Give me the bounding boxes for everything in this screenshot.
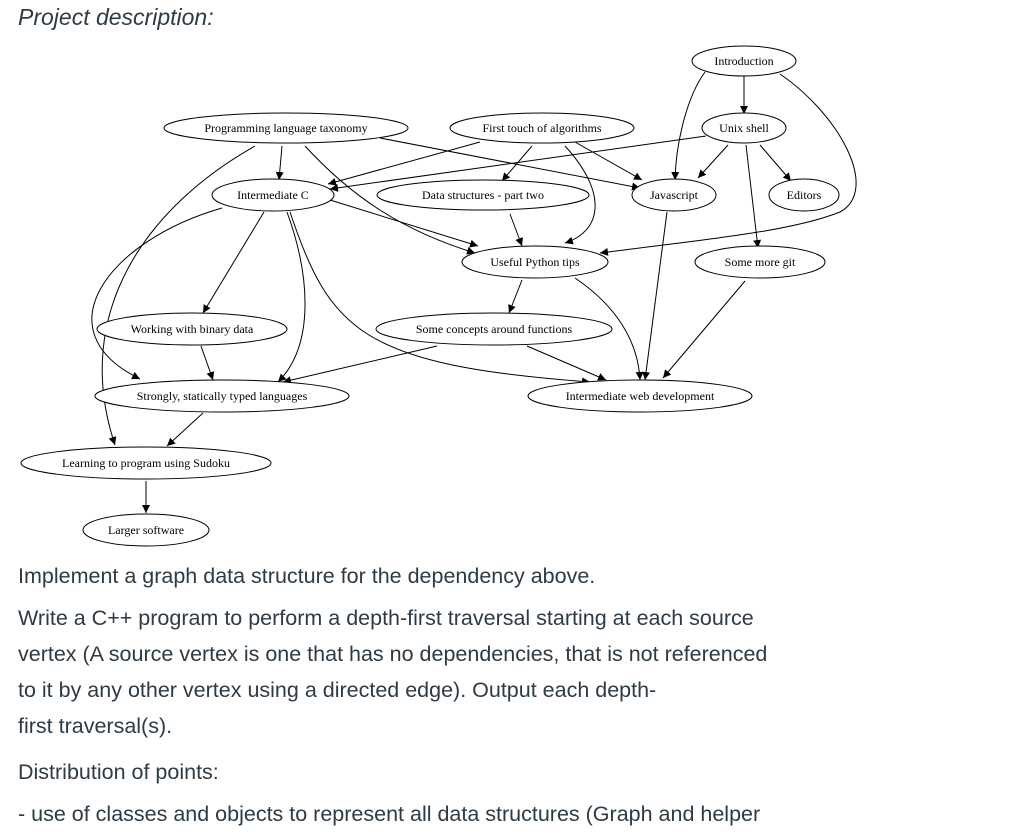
node-label: Programming language taxonomy [204, 121, 367, 135]
edge-intc-binary [202, 211, 265, 314]
node-label: Javascript [650, 188, 699, 202]
edge-intro-js [671, 71, 706, 181]
edge-intro-python [599, 73, 857, 256]
graph-node-editors: Editors [768, 178, 840, 212]
edge-unix-intc [329, 135, 707, 192]
node-label: Unix shell [719, 121, 769, 135]
node-label: Learning to program using Sudoku [62, 456, 230, 470]
graph-node-functions: Some concepts around functions [375, 312, 613, 346]
graph-node-webdev: Intermediate web development [527, 379, 753, 413]
edge-functions-webdev [526, 345, 607, 381]
node-label: Editors [787, 188, 822, 202]
graph-node-js: Javascript [631, 178, 717, 212]
edge-python-webdev [574, 277, 644, 381]
graph-node-unix: Unix shell [701, 112, 787, 144]
graph-node-algo: First touch of algorithms [449, 112, 635, 144]
edge-binary-typed [200, 345, 215, 381]
instruction-dfs-program: Write a C++ program to perform a depth-f… [18, 600, 878, 744]
graph-node-prog: Programming language taxonomy [163, 112, 409, 144]
instruction-line: Write a C++ program to perform a depth-f… [18, 606, 754, 630]
instruction-line: vertex (A source vertex is one that has … [18, 642, 768, 666]
node-label: First touch of algorithms [483, 121, 602, 135]
node-label: Data structures - part two [422, 188, 544, 202]
edge-intc-typed-left [91, 207, 223, 380]
node-label: Larger software [108, 523, 184, 537]
graph-node-git: Some more git [694, 245, 826, 279]
node-label: Strongly, statically typed languages [137, 389, 308, 403]
graph-node-intc: Intermediate C [211, 178, 335, 212]
edge-git-webdev [662, 280, 746, 379]
edge-unix-git [745, 144, 762, 249]
edge-ds2-python [509, 213, 523, 247]
node-label: Working with binary data [131, 322, 254, 336]
node-label: Intermediate web development [566, 389, 715, 403]
edge-python-functions [508, 279, 523, 314]
edge-prog-python [304, 145, 476, 255]
node-label: Introduction [714, 54, 773, 68]
edge-algo-intc [327, 141, 481, 186]
graph-node-python: Useful Python tips [461, 245, 609, 279]
graph-node-ds2: Data structures - part two [376, 179, 590, 211]
edge-typed-sudoku [166, 412, 204, 447]
edge-unix-js [697, 144, 729, 179]
edge-algo-ds2 [501, 145, 533, 182]
instruction-line: to it by any other vertex using a direct… [18, 678, 657, 702]
edge-intc-python [329, 199, 479, 248]
node-label: Some concepts around functions [416, 322, 573, 336]
distribution-item: - use of classes and objects to represen… [18, 802, 761, 826]
graph-node-typed: Strongly, statically typed languages [94, 379, 350, 413]
graph-node-binary: Working with binary data [96, 312, 288, 346]
edge-algo-python [564, 145, 596, 245]
edge-algo-js [574, 141, 643, 181]
edge-unix-editors [759, 144, 792, 182]
edge-prog-js [379, 137, 641, 191]
instruction-line: first traversal(s). [18, 714, 173, 738]
edge-intc-typed [277, 211, 306, 383]
distribution-heading: Distribution of points: [18, 760, 219, 784]
graph-edges [91, 71, 857, 513]
edge-functions-typed [282, 345, 438, 385]
edge-intc-webdev [289, 211, 591, 386]
node-label: Useful Python tips [490, 255, 580, 269]
instruction-implement-graph: Implement a graph data structure for the… [18, 564, 596, 588]
dependency-graph: Introduction Programming language taxono… [20, 45, 857, 547]
graph-node-sudoku: Learning to program using Sudoku [20, 446, 272, 480]
edge-prog-intc [275, 145, 284, 181]
node-label: Some more git [725, 255, 796, 269]
graph-node-larger: Larger software [82, 513, 210, 547]
edge-js-webdev [642, 211, 668, 381]
graph-node-intro: Introduction [691, 45, 797, 77]
project-description-heading: Project description: [18, 4, 214, 30]
node-label: Intermediate C [237, 188, 309, 202]
